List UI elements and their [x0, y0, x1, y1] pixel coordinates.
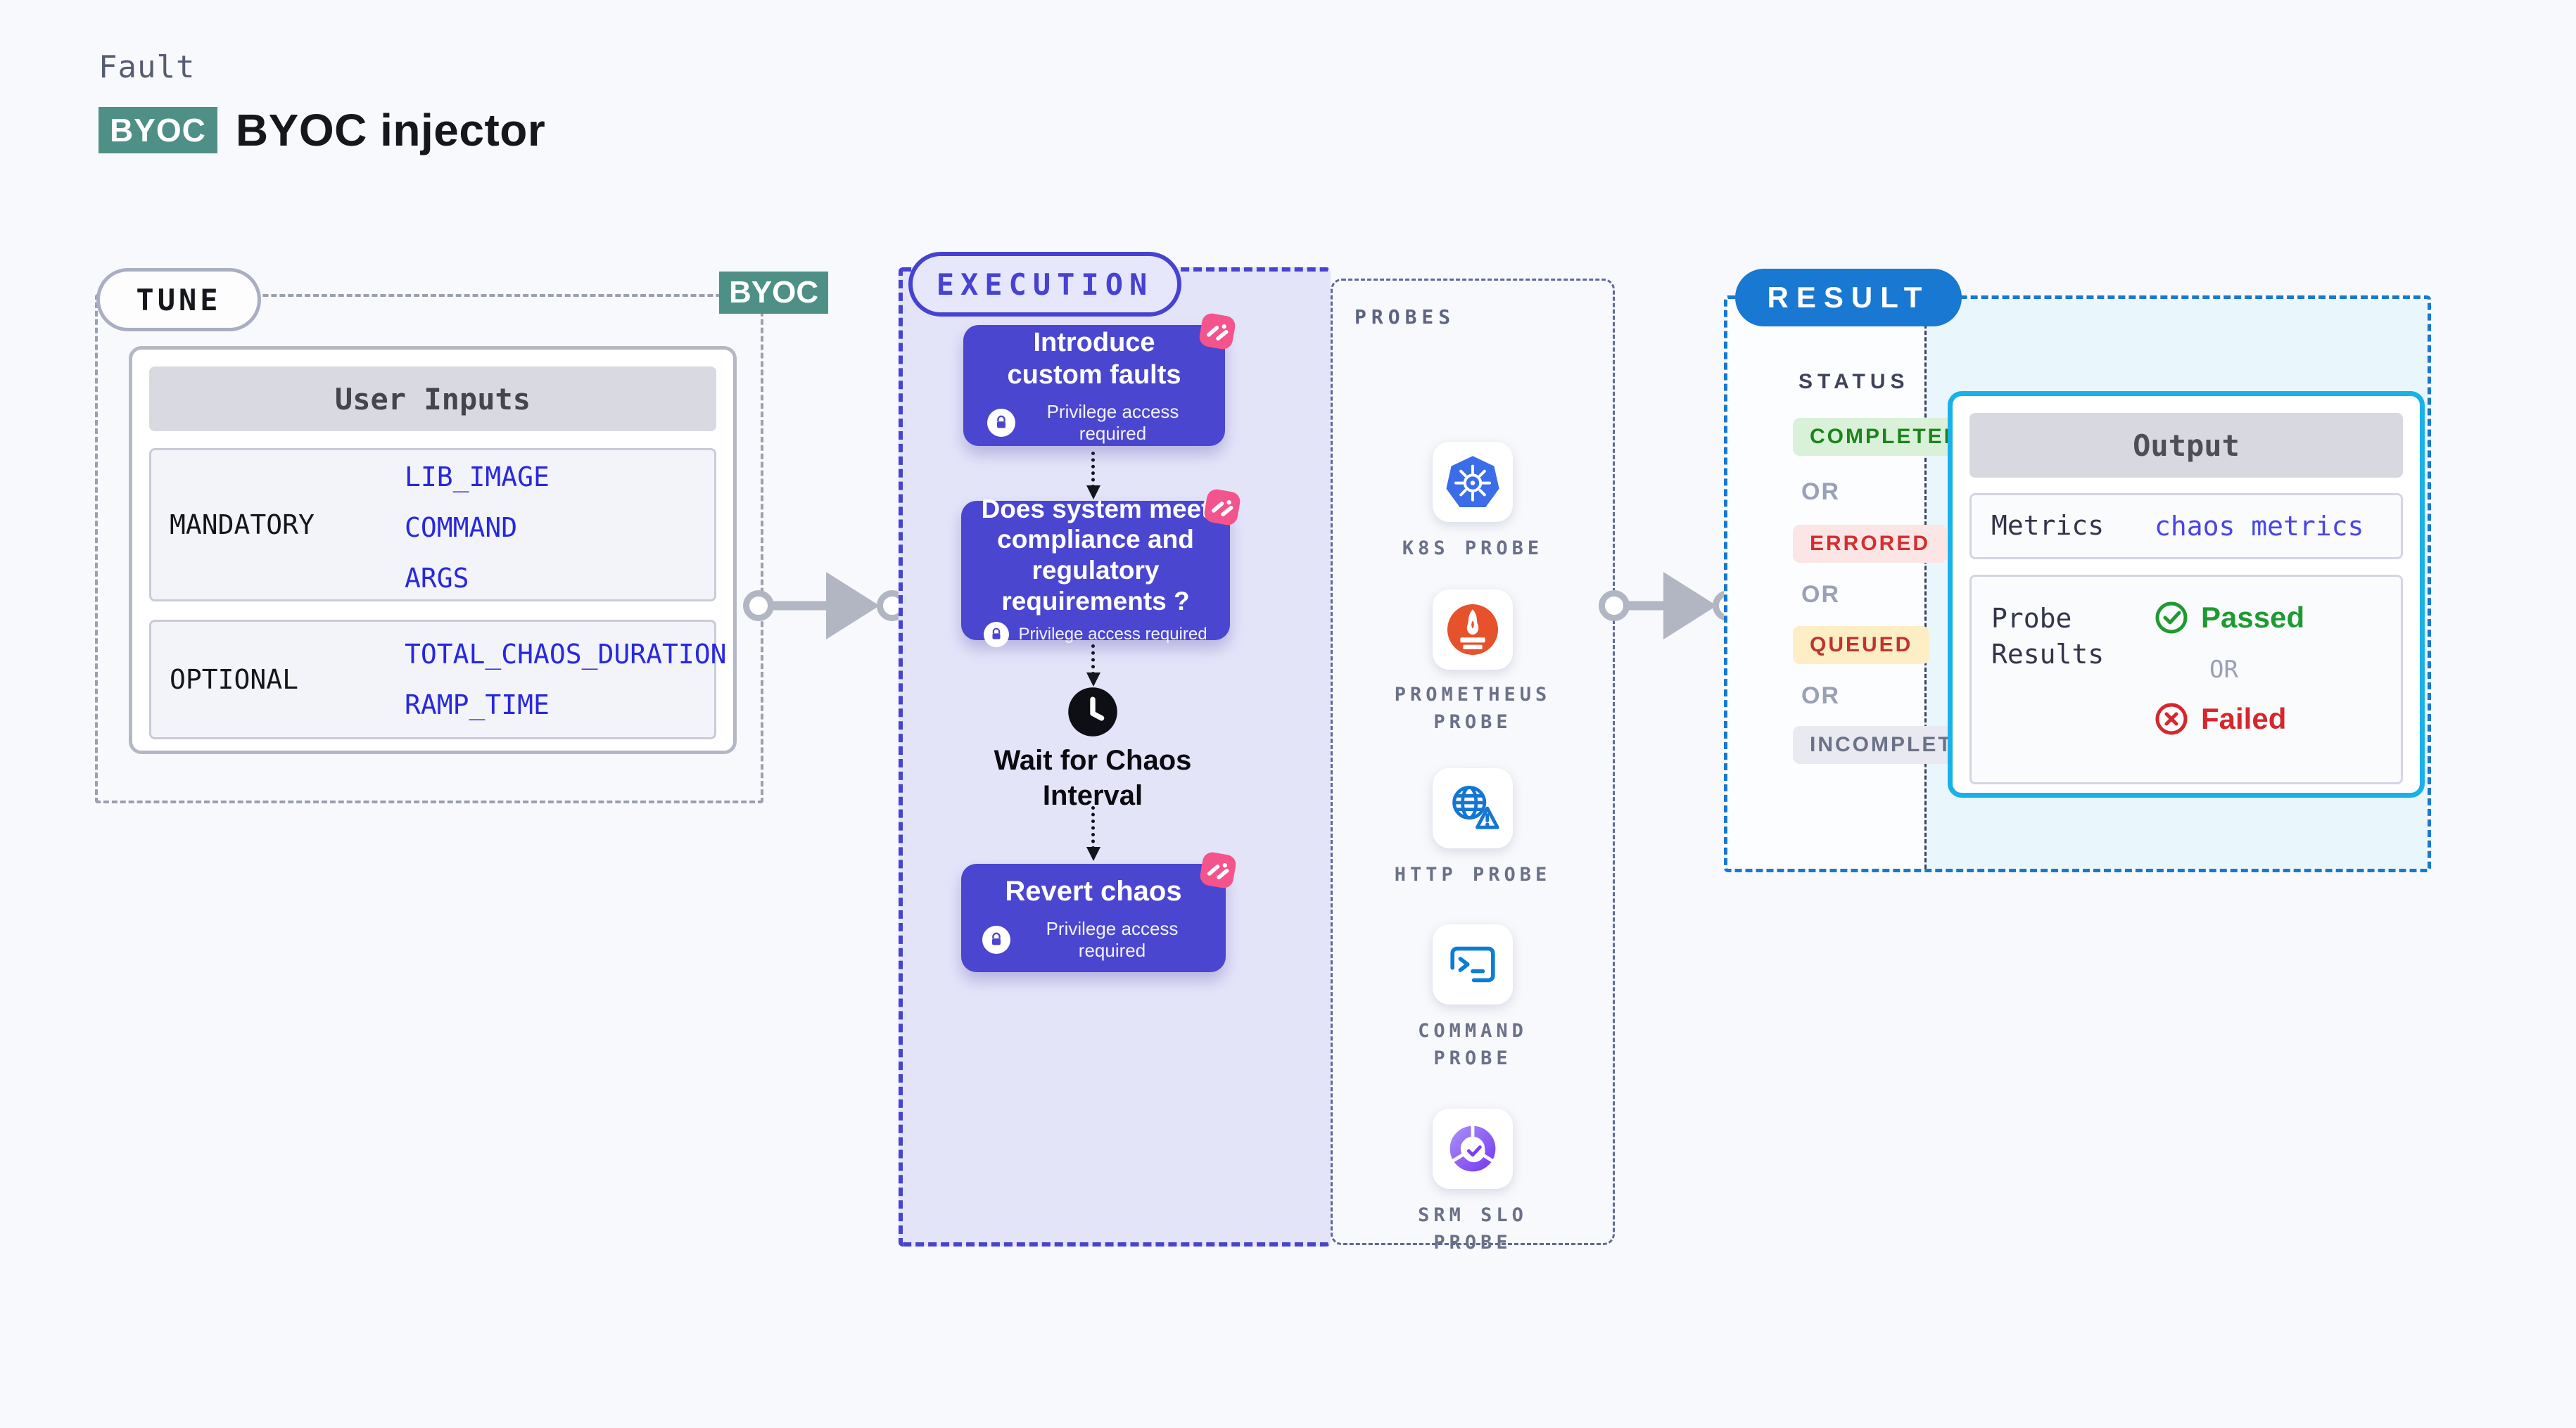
param-command: COMMAND — [405, 512, 518, 543]
chaos-fault-icon — [1199, 313, 1236, 350]
k8s-probe-card — [1433, 442, 1513, 522]
status-badge-completed: COMPLETED — [1793, 418, 1979, 456]
http-probe-label: HTTP PROBE — [1394, 864, 1552, 886]
compliance-question-node: Does system meet compliance and regulato… — [961, 489, 1241, 648]
probe-results-row: Probe Results Passed OR Failed — [1969, 575, 2403, 784]
or-separator: OR — [2209, 656, 2238, 684]
k8s-probe-label: K8S PROBE — [1402, 537, 1544, 559]
node-title: Does system meet compliance and regulato… — [981, 494, 1210, 616]
page-title: BYOC injector — [235, 105, 546, 155]
passed-line: Passed — [2155, 601, 2304, 635]
privilege-row: Privilege access required — [984, 622, 1207, 648]
arrow-head — [1663, 572, 1717, 639]
kubernetes-icon — [1446, 456, 1499, 507]
output-header: Output — [1969, 413, 2403, 478]
node-title: Introduce custom faults — [1007, 327, 1181, 390]
passed-label: Passed — [2201, 601, 2305, 634]
check-circle-icon — [2155, 601, 2188, 634]
srm-slo-icon — [1449, 1125, 1496, 1172]
mandatory-label: MANDATORY — [170, 509, 315, 540]
failed-label: Failed — [2201, 702, 2287, 735]
metrics-label: Metrics — [1991, 510, 2105, 542]
http-globe-icon — [1452, 786, 1499, 829]
status-badge-queued: QUEUED — [1793, 626, 1930, 664]
fault-eyebrow: Fault — [99, 49, 196, 85]
execution-pill: EXECUTION — [908, 252, 1181, 317]
command-probe-label: COMMAND PROBE — [1418, 1020, 1528, 1070]
param-ramp-time: RAMP_TIME — [405, 689, 550, 720]
mandatory-row: MANDATORY LIB_IMAGE COMMAND ARGS — [149, 448, 716, 601]
connector-dotted-1 — [1086, 452, 1100, 499]
revert-chaos-node: Revert chaos Privilege access required — [961, 852, 1236, 972]
node-title: Revert chaos — [1005, 875, 1182, 907]
connector-dotted-2 — [1086, 644, 1100, 687]
probes-title: PROBES — [1354, 305, 1456, 329]
arrow-shaft — [770, 601, 835, 611]
arrow-head — [826, 572, 880, 639]
privilege-row: Privilege access required — [982, 918, 1205, 962]
terminal-icon — [1450, 946, 1495, 983]
status-badge-errored: ERRORED — [1793, 525, 1948, 563]
probes-section-panel — [1331, 279, 1615, 1245]
probe-results-values: Passed OR Failed — [2155, 601, 2304, 736]
http-probe-card — [1433, 768, 1513, 848]
title-row: BYOC BYOC injector — [99, 104, 545, 156]
prometheus-icon — [1447, 604, 1498, 655]
user-inputs-card: User Inputs MANDATORY LIB_IMAGE COMMAND … — [129, 346, 737, 754]
connector-dotted-3 — [1086, 806, 1100, 861]
metrics-value: chaos metrics — [2155, 511, 2364, 542]
user-inputs-header: User Inputs — [149, 366, 716, 431]
lock-icon — [987, 409, 1015, 438]
optional-row: OPTIONAL TOTAL_CHAOS_DURATION RAMP_TIME — [149, 620, 727, 739]
command-probe-card — [1433, 924, 1513, 1005]
output-card: Output Metrics chaos metrics Probe Resul… — [1948, 391, 2425, 798]
tune-pill: TUNE — [96, 268, 261, 331]
x-circle-icon — [2155, 703, 2188, 735]
or-separator: OR — [1801, 581, 1840, 608]
or-separator: OR — [1801, 478, 1840, 505]
chaos-fault-icon — [1200, 852, 1236, 888]
failed-line: Failed — [2155, 702, 2304, 736]
optional-label: OPTIONAL — [170, 664, 299, 695]
lock-icon — [982, 926, 1010, 955]
param-lib-image: LIB_IMAGE — [405, 461, 550, 492]
byoc-tag: BYOC — [719, 272, 829, 314]
introduce-custom-faults-node: Introduce custom faults Privilege access… — [963, 313, 1236, 446]
privilege-label: Privilege access required — [1046, 401, 1179, 445]
tune-section-box — [95, 294, 763, 803]
prometheus-probe-label: PROMETHEUS PROBE — [1394, 684, 1552, 734]
mandatory-params: LIB_IMAGE COMMAND ARGS — [405, 452, 550, 604]
probe-results-label: Probe Results — [1991, 603, 2105, 670]
byoc-badge: BYOC — [99, 107, 217, 153]
optional-params: TOTAL_CHAOS_DURATION RAMP_TIME — [405, 629, 727, 730]
tune-to-execution-arrow — [743, 569, 908, 642]
execution-to-result-arrow — [1599, 569, 1744, 642]
srm-slo-probe-label: SRM SLO PROBE — [1418, 1204, 1528, 1254]
privilege-row: Privilege access required — [987, 401, 1201, 445]
privilege-label: Privilege access required — [1046, 918, 1179, 962]
arrow-shaft — [1625, 601, 1672, 611]
result-pill: RESULT — [1735, 269, 1962, 326]
wait-for-chaos-interval-label: Wait for Chaos Interval — [994, 745, 1192, 811]
chaos-fault-icon — [1204, 489, 1241, 525]
lock-icon — [984, 622, 1010, 648]
clock-icon — [1067, 686, 1119, 738]
privilege-label: Privilege access required — [1018, 625, 1207, 644]
srm-slo-probe-card — [1433, 1109, 1513, 1189]
param-args: ARGS — [405, 563, 469, 594]
prometheus-probe-card — [1433, 589, 1513, 670]
status-title: STATUS — [1798, 370, 1910, 393]
param-total-chaos-duration: TOTAL_CHAOS_DURATION — [405, 639, 727, 670]
or-separator: OR — [1801, 682, 1840, 709]
metrics-row: Metrics chaos metrics — [1969, 493, 2403, 559]
